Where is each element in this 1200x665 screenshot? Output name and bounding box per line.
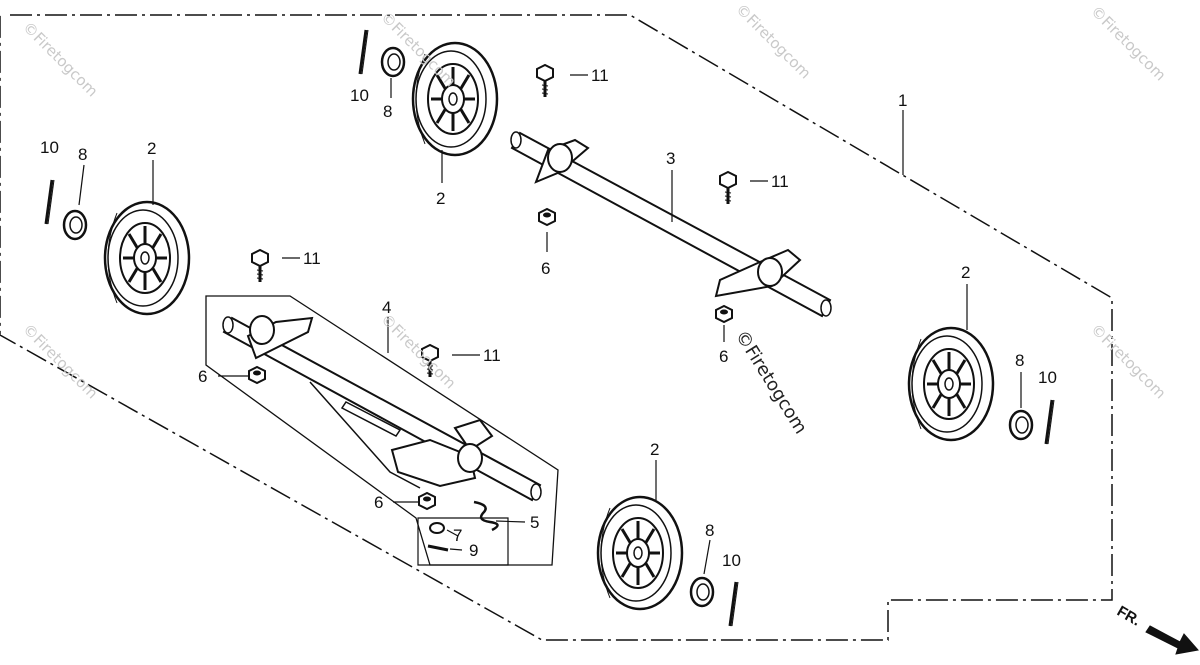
- front-direction-label: FR.: [1114, 603, 1143, 630]
- callout-2-right: 2: [961, 263, 970, 282]
- callout-2-left: 2: [147, 139, 156, 158]
- pin-right: [1044, 398, 1056, 446]
- callout-6-b: 6: [719, 347, 728, 366]
- callout-8-bottom: 8: [705, 521, 714, 540]
- nut-c: [248, 366, 266, 384]
- bolt-a: [535, 63, 555, 99]
- watermark-tile: ©Firetogcom: [732, 0, 814, 82]
- bolt-b: [718, 170, 738, 206]
- watermark-tile: ©Firetogcom: [19, 18, 101, 100]
- pin-left: [44, 178, 56, 226]
- callout-9: 9: [469, 541, 478, 560]
- callout-2-top: 2: [436, 189, 445, 208]
- wheel-left: [103, 200, 191, 316]
- washer-bottom: [689, 576, 715, 608]
- callout-1: 1: [898, 91, 907, 110]
- front-arrow-icon: [1145, 625, 1199, 655]
- callout-10-bottom: 10: [722, 551, 741, 570]
- callout-11-b: 11: [771, 172, 789, 191]
- bolt-c: [250, 248, 270, 284]
- watermark-main: ©Firetogcom: [731, 327, 811, 438]
- nut-b: [715, 305, 733, 323]
- callout-8-top: 8: [383, 102, 392, 121]
- callout-4: 4: [382, 298, 391, 317]
- callout-10-right: 10: [1038, 368, 1057, 387]
- rear-axle: [510, 131, 832, 318]
- watermark-tile: ©Firetogcom: [1087, 2, 1169, 84]
- spring-group: [417, 500, 509, 566]
- callout-6-a: 6: [541, 259, 550, 278]
- callout-6-c: 6: [198, 367, 207, 386]
- watermark-tile: ©Firetogcom: [19, 320, 101, 402]
- washer-right: [1008, 409, 1034, 441]
- callout-8-right: 8: [1015, 351, 1024, 370]
- callout-11-c: 11: [303, 249, 321, 268]
- callout-6-d: 6: [374, 493, 383, 512]
- callout-7: 7: [453, 526, 462, 545]
- front-direction-indicator: FR.: [1114, 603, 1199, 655]
- washer-top: [380, 46, 406, 78]
- leader-lines: [78, 74, 1022, 575]
- callout-11-d: 11: [483, 346, 501, 365]
- pin-top: [358, 28, 370, 76]
- callout-5: 5: [530, 513, 539, 532]
- assembly-boundary: [0, 14, 1113, 641]
- callout-2-bottom: 2: [650, 440, 659, 459]
- callout-3: 3: [666, 149, 675, 168]
- wheel-bottom: [596, 495, 684, 611]
- callout-11-a: 11: [591, 66, 609, 85]
- nut-d: [418, 492, 436, 510]
- washer-left: [62, 209, 88, 241]
- wheel-right: [907, 326, 995, 442]
- callout-10-left: 10: [40, 138, 59, 157]
- front-axle-assembly: [205, 295, 559, 566]
- callout-8-left: 8: [78, 145, 87, 164]
- nut-a: [538, 208, 556, 226]
- pin-bottom: [728, 580, 740, 628]
- callout-10-top: 10: [350, 86, 369, 105]
- watermark-tile: ©Firetogcom: [1087, 320, 1169, 402]
